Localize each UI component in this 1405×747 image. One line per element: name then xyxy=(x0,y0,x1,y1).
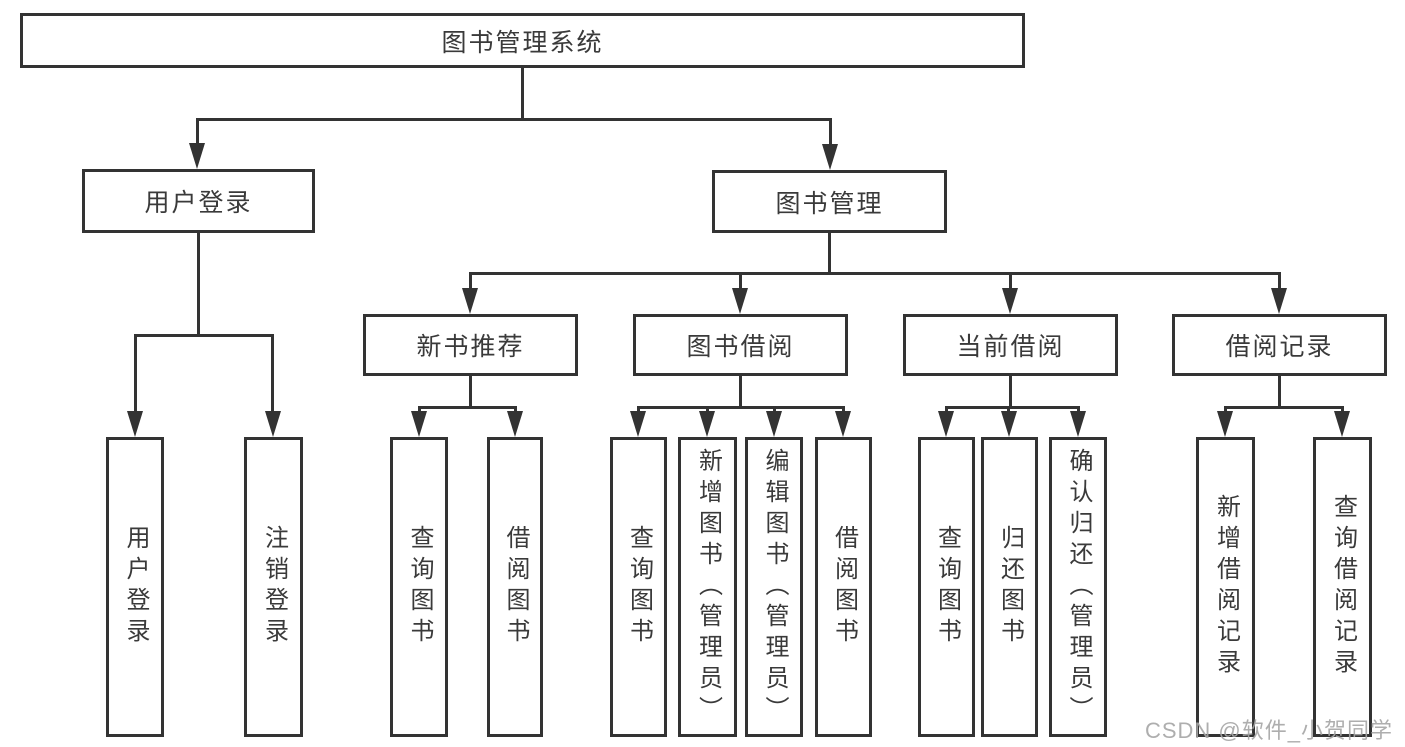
leaf-current-search-books-label: 查询图书 xyxy=(933,525,961,649)
leaf-borrow-books-label: 借阅图书 xyxy=(830,525,858,649)
leaf-edit-books-admin-label: 编辑图书（管理员） xyxy=(761,447,788,727)
node-new-book-recommend-label: 新书推荐 xyxy=(416,333,525,361)
connector-line xyxy=(134,334,137,414)
node-book-management: 图书管理 xyxy=(712,170,947,233)
leaf-add-books-admin: 新增图书（管理员） xyxy=(678,437,737,737)
connector-line xyxy=(1224,406,1343,409)
node-book-borrow: 图书借阅 xyxy=(633,314,848,376)
node-borrow-records: 借阅记录 xyxy=(1172,314,1387,376)
arrow-down-icon xyxy=(1271,288,1287,314)
connector-line xyxy=(945,406,1079,409)
node-borrow-records-label: 借阅记录 xyxy=(1225,333,1334,361)
connector-line xyxy=(469,272,1281,275)
node-root-label: 图书管理系统 xyxy=(441,28,604,57)
connector-line xyxy=(197,233,200,337)
connector-line xyxy=(418,406,516,409)
connector-line xyxy=(1009,272,1012,294)
arrow-down-icon xyxy=(462,288,478,314)
connector-line xyxy=(469,272,472,294)
leaf-borrow-search-books: 查询图书 xyxy=(610,437,667,737)
arrow-down-icon xyxy=(1002,288,1018,314)
leaf-logout-label: 注销登录 xyxy=(260,525,288,649)
leaf-search-borrow-record: 查询借阅记录 xyxy=(1313,437,1372,737)
arrow-down-icon xyxy=(411,411,427,437)
arrow-down-icon xyxy=(766,411,782,437)
arrow-down-icon xyxy=(835,411,851,437)
arrow-down-icon xyxy=(1001,411,1017,437)
arrow-down-icon xyxy=(1070,411,1086,437)
arrow-down-icon xyxy=(1334,411,1350,437)
connector-line xyxy=(739,376,742,409)
connector-line xyxy=(196,118,199,148)
arrow-down-icon xyxy=(732,288,748,314)
connector-line xyxy=(469,376,472,409)
leaf-add-borrow-record: 新增借阅记录 xyxy=(1196,437,1255,737)
connector-line xyxy=(829,118,832,148)
node-user-login-label: 用户登录 xyxy=(144,189,253,217)
leaf-borrow-books: 借阅图书 xyxy=(815,437,872,737)
connector-line xyxy=(1278,376,1281,409)
node-root: 图书管理系统 xyxy=(20,13,1025,68)
leaf-current-search-books: 查询图书 xyxy=(918,437,975,737)
leaf-user-login-label: 用户登录 xyxy=(122,525,149,649)
leaf-edit-books-admin: 编辑图书（管理员） xyxy=(745,437,803,737)
arrow-down-icon xyxy=(507,411,523,437)
connector-line xyxy=(1278,272,1281,294)
node-user-login: 用户登录 xyxy=(82,169,315,233)
leaf-borrow-search-books-label: 查询图书 xyxy=(625,525,653,649)
arrow-down-icon xyxy=(1217,411,1233,437)
connector-line xyxy=(1009,376,1012,409)
leaf-return-books-label: 归还图书 xyxy=(996,525,1024,649)
arrow-down-icon xyxy=(822,144,838,170)
leaf-user-login: 用户登录 xyxy=(106,437,164,737)
node-book-management-label: 图书管理 xyxy=(775,189,884,218)
connector-line xyxy=(196,118,832,121)
node-current-borrow: 当前借阅 xyxy=(903,314,1118,376)
node-current-borrow-label: 当前借阅 xyxy=(956,333,1065,361)
leaf-recommend-borrow-books-label: 借阅图书 xyxy=(502,525,529,649)
connector-line xyxy=(828,233,831,275)
arrow-down-icon xyxy=(265,411,281,437)
connector-line xyxy=(739,272,742,294)
leaf-confirm-return-admin: 确认归还（管理员） xyxy=(1049,437,1107,737)
arrow-down-icon xyxy=(189,143,205,169)
arrow-down-icon xyxy=(699,411,715,437)
connector-line xyxy=(134,334,274,337)
leaf-recommend-borrow-books: 借阅图书 xyxy=(487,437,543,737)
connector-line xyxy=(637,406,844,409)
leaf-search-borrow-record-label: 查询借阅记录 xyxy=(1329,494,1357,680)
leaf-add-books-admin-label: 新增图书（管理员） xyxy=(694,447,722,727)
connector-line xyxy=(521,68,524,120)
arrow-down-icon xyxy=(630,411,646,437)
arrow-down-icon xyxy=(938,411,954,437)
leaf-return-books: 归还图书 xyxy=(981,437,1038,737)
connector-line xyxy=(271,334,274,414)
arrow-down-icon xyxy=(127,411,143,437)
node-book-borrow-label: 图书借阅 xyxy=(686,333,795,361)
leaf-confirm-return-admin-label: 确认归还（管理员） xyxy=(1065,447,1092,727)
leaf-logout: 注销登录 xyxy=(244,437,303,737)
node-new-book-recommend: 新书推荐 xyxy=(363,314,578,376)
leaf-add-borrow-record-label: 新增借阅记录 xyxy=(1212,494,1240,680)
csdn-watermark: CSDN @软件_小贺同学 xyxy=(1144,718,1393,743)
leaf-recommend-search-books-label: 查询图书 xyxy=(406,525,433,649)
leaf-recommend-search-books: 查询图书 xyxy=(390,437,448,737)
